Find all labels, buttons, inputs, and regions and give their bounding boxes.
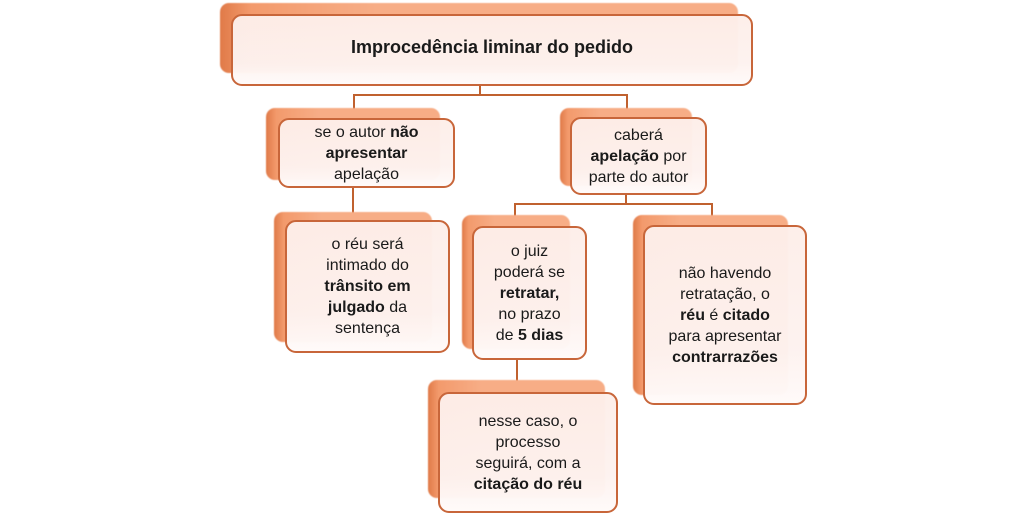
node-line: se o autor não <box>314 122 418 143</box>
text-segment: de <box>495 326 518 344</box>
node-line: o juiz <box>511 241 548 262</box>
node-line: apresentar <box>326 143 408 164</box>
text-segment-bold: não <box>390 123 419 141</box>
text-segment: se o autor <box>314 123 391 141</box>
text-segment: para apresentar <box>668 327 782 345</box>
text-segment: processo <box>495 433 561 451</box>
text-segment-bold: 5 dias <box>517 326 564 344</box>
process-continues-node: nesse caso, o processo seguirá, com a ci… <box>438 392 618 513</box>
node-line: de 5 dias <box>496 325 564 346</box>
connector-to-retract <box>514 203 516 217</box>
node-line: julgado da <box>328 297 407 318</box>
node-line: retratação, o <box>680 284 770 305</box>
node-line: seguirá, com a <box>476 453 581 474</box>
connector-level1-horizontal <box>353 94 628 96</box>
no-retract-node: não havendo retratação, o réu é citado p… <box>643 225 807 405</box>
text-segment-bold: apelação <box>590 147 659 165</box>
node-line: retratar, <box>500 283 560 304</box>
node-line: nesse caso, o <box>479 411 578 432</box>
connector-to-no-retract <box>711 203 713 217</box>
node-line: no prazo <box>498 304 560 325</box>
node-line: para apresentar <box>669 326 782 347</box>
node-line: réu é citado <box>680 305 770 326</box>
text-segment-bold: trânsito em <box>324 278 411 295</box>
text-segment-bold: réu <box>680 306 705 324</box>
retract-node: o juiz poderá se retratar, no prazo de 5… <box>472 226 587 360</box>
appeal-node: caberá apelação por parte do autor <box>570 117 707 195</box>
node-line: apelação <box>334 164 399 185</box>
node-line: poderá se <box>494 262 565 283</box>
connector-to-no-appeal <box>353 94 355 110</box>
node-line: contrarrazões <box>672 347 778 368</box>
node-line: intimado do <box>326 255 409 276</box>
text-segment-bold: citação do réu <box>473 475 583 493</box>
text-segment: é <box>704 306 723 324</box>
text-segment-bold: citado <box>722 306 770 324</box>
node-line: o réu será <box>331 234 403 255</box>
text-segment: sentença <box>335 320 400 337</box>
root-node-title: Improcedência liminar do pedido <box>351 36 633 58</box>
root-node: Improcedência liminar do pedido <box>231 14 753 86</box>
text-segment: não havendo <box>678 264 772 282</box>
text-segment: nesse caso, o <box>478 412 578 430</box>
text-segment: da <box>384 299 408 316</box>
text-segment: retratação, o <box>680 285 770 303</box>
node-line: trânsito em <box>324 276 410 297</box>
text-segment: poderá se <box>493 263 566 281</box>
text-segment: caberá <box>614 126 663 144</box>
node-line: apelação por <box>590 146 686 167</box>
root-node-text: Improcedência liminar do pedido <box>350 37 634 57</box>
text-segment: apelação <box>334 165 399 183</box>
text-segment: por <box>658 147 687 165</box>
text-segment-bold: retratar, <box>499 284 560 302</box>
text-segment: seguirá, com a <box>475 454 581 472</box>
node-line: sentença <box>335 318 400 339</box>
no-appeal-node: se o autor não apresentar apelação <box>278 118 455 188</box>
node-line: caberá <box>614 125 663 146</box>
node-line: parte do autor <box>589 167 689 188</box>
text-segment: intimado do <box>326 257 409 274</box>
text-segment: o juiz <box>510 242 549 260</box>
text-segment-bold: julgado <box>327 299 385 316</box>
text-segment-bold: apresentar <box>325 144 408 162</box>
node-line: processo <box>496 432 561 453</box>
text-segment-bold: contrarrazões <box>672 348 778 366</box>
text-segment: parte do autor <box>588 168 689 186</box>
node-line: não havendo <box>679 263 772 284</box>
connector-to-appeal <box>626 94 628 110</box>
connector-retract-to-process <box>516 360 518 384</box>
res-judicata-node: o réu será intimado do trânsito em julga… <box>285 220 450 353</box>
connector-appeal-down <box>625 195 627 205</box>
connector-level2-horizontal <box>514 203 713 205</box>
text-segment: o réu será <box>331 236 404 253</box>
connector-root-down <box>479 86 481 96</box>
text-segment: no prazo <box>498 305 561 323</box>
node-line: citação do réu <box>474 474 582 495</box>
connector-no-appeal-to-res-judicata <box>352 188 354 216</box>
